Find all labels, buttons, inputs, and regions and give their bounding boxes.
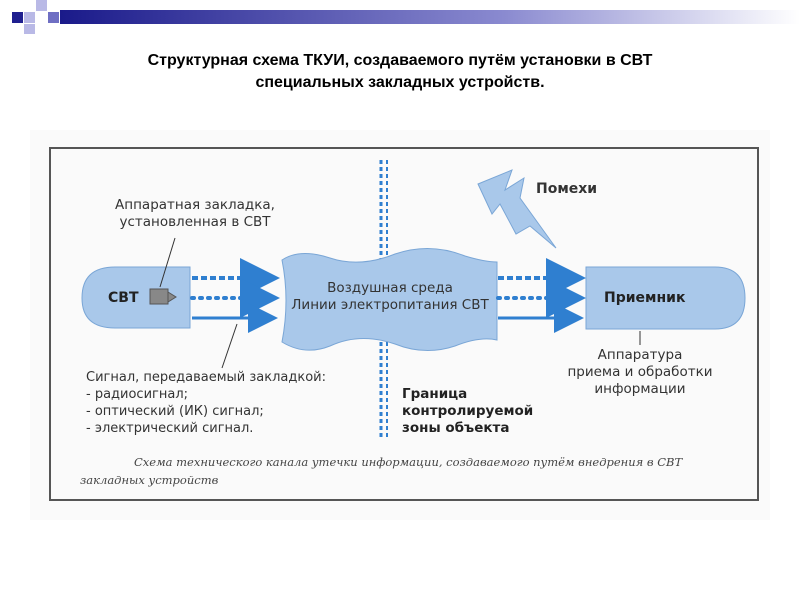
hardware-bug-label: Аппаратная закладка, установленная в СВТ bbox=[115, 197, 275, 230]
boundary-label: Граница контролируемой зоны объекта bbox=[402, 386, 534, 436]
medium-node bbox=[281, 247, 498, 351]
hardware-bug-arrow-icon bbox=[167, 291, 177, 303]
slide-title: Структурная схема ТКУИ, создаваемого пут… bbox=[40, 50, 760, 94]
diagram-frame bbox=[49, 147, 759, 501]
receiver-node bbox=[585, 266, 746, 330]
lightning-icon bbox=[477, 169, 557, 249]
signal-header: Сигнал, передаваемый закладкой: bbox=[86, 370, 327, 385]
noise-label: Помехи bbox=[536, 181, 598, 197]
caption-line-1: Схема технического канала утечки информа… bbox=[134, 455, 683, 469]
signal-type-electric: - электрический сигнал. bbox=[86, 421, 254, 436]
signal-type-radio: - радиосигнал; bbox=[86, 387, 189, 402]
medium-label: Воздушная среда Линии электропитания СВТ bbox=[291, 280, 489, 313]
title-line-2: специальных закладных устройств. bbox=[255, 74, 545, 91]
caption-line-2: закладных устройств bbox=[80, 473, 219, 487]
figure-caption: Схема технического канала утечки информа… bbox=[80, 453, 760, 489]
hardware-bug-icon bbox=[149, 288, 169, 305]
top-decor-bar bbox=[12, 0, 800, 34]
signal-pointer-line bbox=[221, 323, 238, 369]
bug-pointer-line bbox=[159, 237, 176, 288]
receiver-label: Приемник bbox=[604, 290, 686, 306]
title-line-1: Структурная схема ТКУИ, создаваемого пут… bbox=[147, 52, 653, 69]
svt-label: СВТ bbox=[108, 290, 139, 306]
receiver-description: Аппаратура приема и обработки информации bbox=[567, 347, 713, 397]
svt-node bbox=[81, 266, 191, 329]
signal-description: Сигнал, передаваемый закладкой: - радиос… bbox=[86, 369, 326, 437]
signal-type-optical: - оптический (ИК) сигнал; bbox=[86, 404, 264, 419]
